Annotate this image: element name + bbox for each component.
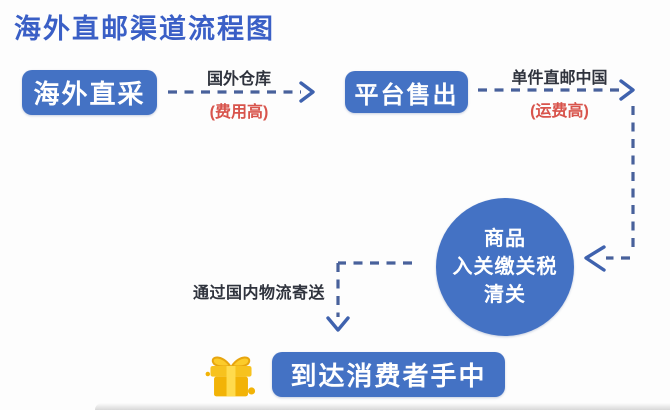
- edge-label-foreign-warehouse: 国外仓库: [206, 71, 271, 88]
- node-platform-sale-label: 平台售出: [354, 81, 459, 109]
- gift-icon: [205, 356, 256, 397]
- node-customs-line2: 入关缴关税: [452, 256, 558, 278]
- edge-note-shipping-high: (运费高): [530, 103, 589, 120]
- node-overseas-purchase-label: 海外直采: [33, 79, 146, 109]
- edge-note-cost-high: (费用高): [209, 104, 269, 121]
- node-overseas-purchase: 海外直采: [22, 70, 157, 115]
- node-delivery-label: 到达消费者手中: [290, 361, 487, 391]
- edge-label-domestic-logistics: 通过国内物流寄送: [192, 285, 325, 302]
- node-customs-clearance: 商品 入关缴关税 清关: [436, 198, 574, 336]
- node-platform-sale: 平台售出: [345, 71, 468, 113]
- node-customs-line3: 清关: [484, 284, 526, 306]
- node-delivery: 到达消费者手中: [272, 352, 505, 397]
- bottom-edge-shadow: [95, 403, 670, 410]
- node-customs-line1: 商品: [484, 228, 526, 250]
- edge-label-direct-mail-china: 单件直邮中国: [511, 70, 608, 87]
- arrowhead-left-icon: [584, 245, 606, 272]
- arrowhead-down-icon: [326, 316, 350, 332]
- page-title: 海外直邮渠道流程图: [14, 14, 275, 44]
